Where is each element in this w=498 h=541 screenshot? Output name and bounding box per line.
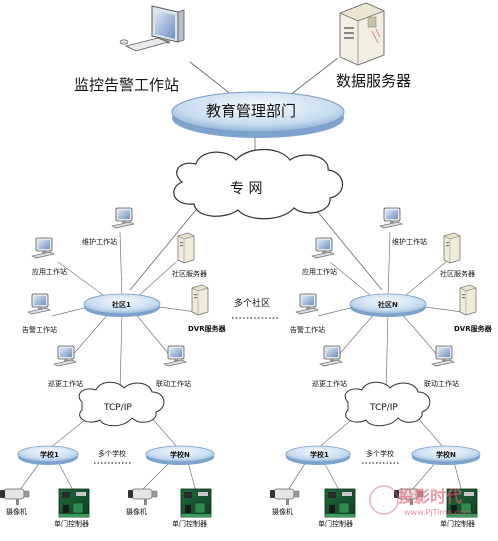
left-dvr-server-icon xyxy=(191,284,209,316)
right-maintenance-icon xyxy=(379,207,403,229)
left-controller1-label: 单门控制器 xyxy=(54,519,89,528)
multi-community-label: 多个社区 xyxy=(234,297,270,309)
left-application-icon xyxy=(31,237,55,259)
left-community-hub-label: 社区1 xyxy=(111,300,131,309)
left-maintenance-label: 维护工作站 xyxy=(82,237,117,246)
education-dept-hub xyxy=(171,91,345,138)
left-controller1-icon xyxy=(58,488,90,518)
private-network-label: 专 网 xyxy=(230,181,262,197)
right-controller1-label: 单门控制器 xyxy=(318,519,353,528)
right-maintenance-label: 维护工作站 xyxy=(392,237,427,246)
left-school1-label: 学校1 xyxy=(40,450,59,459)
left-linkage-icon xyxy=(163,345,187,367)
right-controller1-icon xyxy=(324,488,356,518)
watermark-text: 投影时代 xyxy=(398,487,462,506)
left-linkage-label: 联动工作站 xyxy=(156,379,191,388)
left-maintenance-icon xyxy=(111,207,135,229)
right-school1-hub xyxy=(285,445,351,465)
left-patrol-label: 巡更工作站 xyxy=(48,379,83,388)
private-network-cloud xyxy=(173,149,344,220)
right-application-label: 应用工作站 xyxy=(302,267,337,276)
right-camera1-icon xyxy=(269,488,300,506)
right-patrol-label: 巡更工作站 xyxy=(312,379,347,388)
right-schoolN-hub xyxy=(411,445,481,465)
left-controller2-label: 单门控制器 xyxy=(172,519,207,528)
left-patrol-icon xyxy=(53,345,77,367)
top-section: 监控告警工作站 数据服务器 教育管理部门 专 网 xyxy=(74,2,411,291)
monitor-workstation-label: 监控告警工作站 xyxy=(74,76,179,94)
right-dvr-server-label: DVR服务器 xyxy=(454,324,493,333)
right-application-icon xyxy=(311,237,335,259)
right-tcpip-label: TCP/IP xyxy=(369,403,398,413)
left-schoolN-hub xyxy=(145,445,215,465)
right-patrol-icon xyxy=(319,345,343,367)
right-controller2-label: 单门控制器 xyxy=(440,519,475,528)
left-school1-hub xyxy=(17,445,79,465)
left-camera2-icon xyxy=(127,488,158,506)
right-linkage-label: 联动工作站 xyxy=(424,379,459,388)
watermark: 投影时代 www.PjTime.com xyxy=(369,485,472,517)
left-camera2-label: 摄像机 xyxy=(126,507,147,516)
right-camera1-label: 摄像机 xyxy=(272,507,293,516)
left-dvr-server-label: DVR服务器 xyxy=(188,324,227,333)
left-camera1-label: 摄像机 xyxy=(6,507,27,516)
education-dept-label: 教育管理部门 xyxy=(206,102,296,120)
left-multi-school-label: 多个学校 xyxy=(98,449,126,458)
left-community-server-icon xyxy=(177,232,195,264)
data-server-icon xyxy=(339,2,385,66)
left-camera1-icon xyxy=(0,488,30,506)
left-application-label: 应用工作站 xyxy=(32,267,67,276)
monitor-workstation-icon xyxy=(119,5,185,52)
left-community-server-label: 社区服务器 xyxy=(172,269,207,278)
right-alarm-label: 告警工作站 xyxy=(290,325,325,334)
data-server-label: 数据服务器 xyxy=(336,72,411,90)
left-alarm-label: 告警工作站 xyxy=(22,325,57,334)
left-controller2-icon xyxy=(180,488,212,518)
right-community-links xyxy=(287,231,463,493)
watermark-url: www.PjTime.com xyxy=(404,508,472,517)
left-tcpip-label: TCP/IP xyxy=(103,403,132,413)
left-alarm-icon xyxy=(27,293,51,315)
right-schoolN-label: 学校N xyxy=(436,450,456,459)
left-tcpip-cloud xyxy=(78,381,165,427)
right-dvr-server-icon xyxy=(459,284,477,316)
right-community-section: 维护工作站 应用工作站 社区服务器 告警工作站 DVR服务器 巡更工作站 联动工… xyxy=(269,207,493,528)
left-schoolN-label: 学校N xyxy=(170,450,190,459)
left-community-section: 维护工作站 应用工作站 社区服务器 告警工作站 DVR服务器 巡更工作站 联动工… xyxy=(0,207,227,528)
right-community-hub-label: 社区N xyxy=(377,300,398,309)
right-community-server-icon xyxy=(443,232,461,264)
right-alarm-icon xyxy=(295,293,319,315)
right-school1-label: 学校1 xyxy=(310,450,329,459)
right-community-server-label: 社区服务器 xyxy=(440,269,475,278)
right-linkage-icon xyxy=(431,345,455,367)
right-tcpip-cloud xyxy=(344,381,431,427)
right-multi-school-label: 多个学校 xyxy=(366,449,394,458)
